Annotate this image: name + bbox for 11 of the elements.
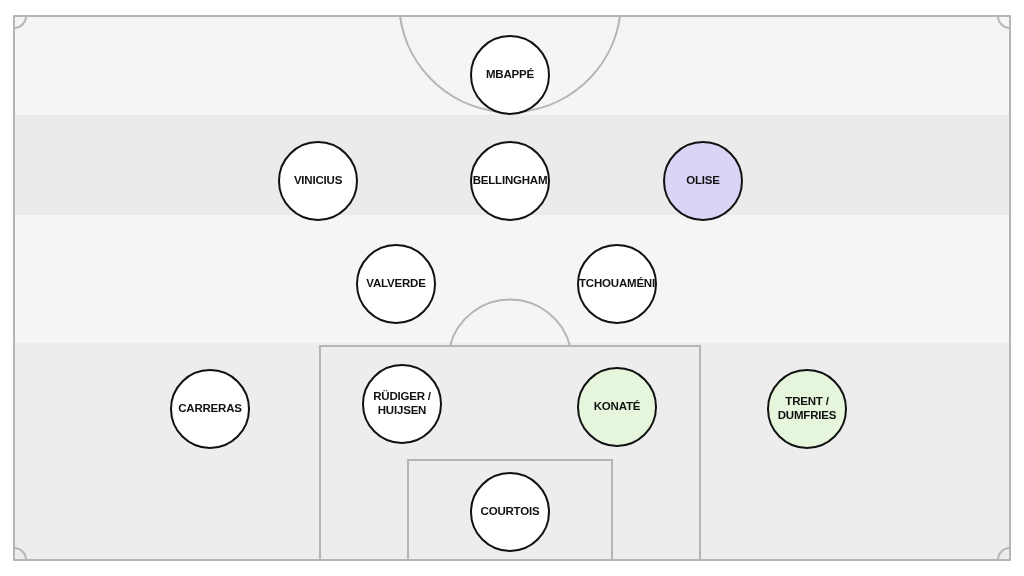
player-name: BELLINGHAM	[472, 174, 548, 188]
player-name: OLISE	[686, 174, 720, 188]
player-name: VINICIUS	[293, 174, 343, 188]
player-name: TRENT / DUMFRIES	[776, 395, 838, 423]
player-name: COURTOIS	[480, 505, 540, 519]
player-name: VALVERDE	[366, 277, 426, 291]
player-name: KONATÉ	[593, 400, 641, 414]
player-name: TCHOUAMÉNI	[579, 277, 655, 291]
player-name: RÜDIGER / HUIJSEN	[372, 390, 432, 418]
player-name: MBAPPÉ	[486, 68, 534, 82]
player-name: CARRERAS	[178, 402, 242, 416]
